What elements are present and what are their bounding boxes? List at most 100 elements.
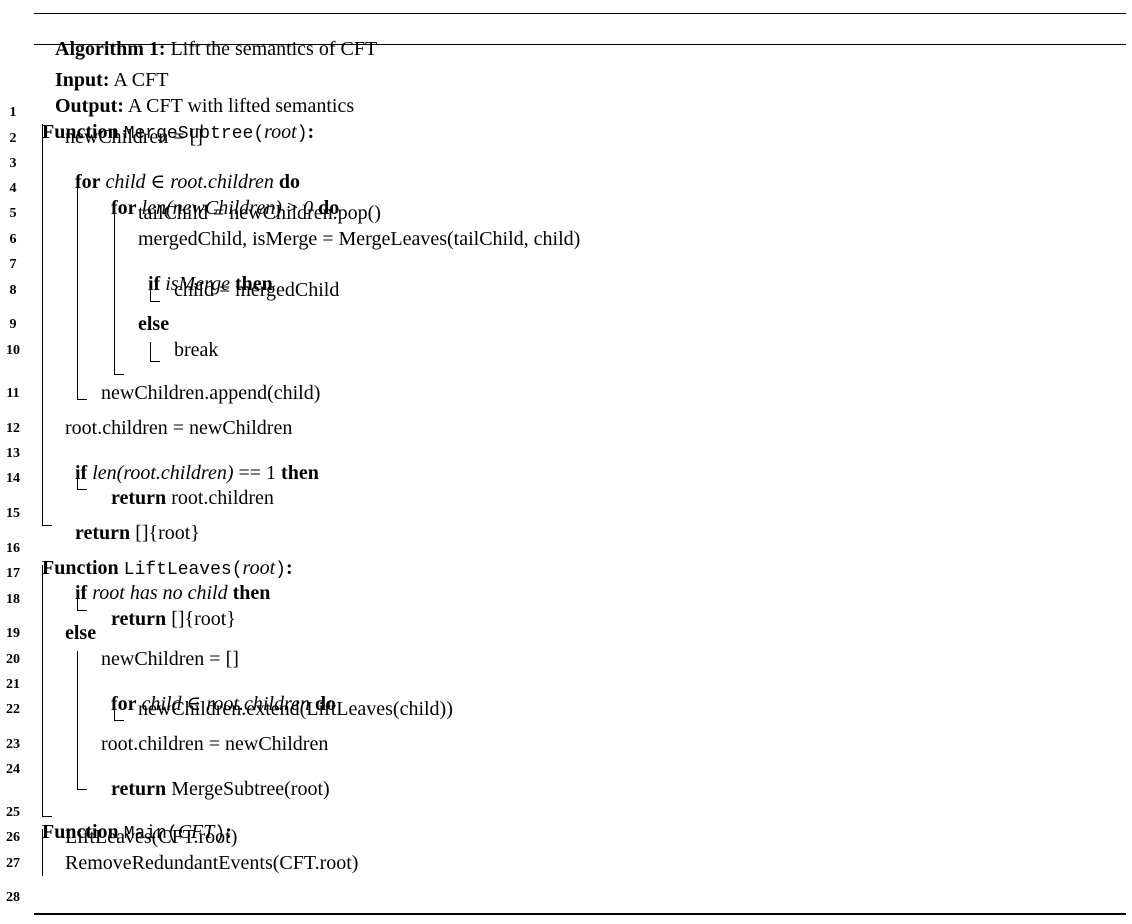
line-number: 16 <box>6 541 20 556</box>
keyword-for: for <box>111 693 137 715</box>
line-number: 20 <box>6 652 20 667</box>
code-line-6: mergedChild, isMerge = MergeLeaves(tailC… <box>138 228 581 250</box>
code-line-26: LiftLeaves(CFT.root) <box>65 826 238 848</box>
function-arg: root <box>264 121 297 143</box>
code-line-23: root.children = newChildren <box>101 733 329 755</box>
if-condition: len(root.children) <box>92 462 234 484</box>
loop-collection: root.children <box>170 171 274 193</box>
code-line-16: Function LiftLeaves(root): <box>42 557 293 580</box>
keyword-function: Function <box>42 121 119 143</box>
indent-guide-foot <box>77 489 87 490</box>
caption-rule <box>34 44 1126 45</box>
loop-var: child <box>141 693 182 715</box>
elem-symbol: ∈ <box>186 693 202 715</box>
elem-symbol: ∈ <box>150 171 166 193</box>
indent-guide <box>42 565 43 816</box>
code-line-18: return []{root} <box>101 589 236 629</box>
loop-collection: root.children <box>206 693 310 715</box>
code-line-11: newChildren.append(child) <box>101 382 321 404</box>
code-line-27: RemoveRedundantEvents(CFT.root) <box>65 852 359 874</box>
code-line-13: if len(root.children) == 1 then <box>65 443 319 483</box>
indent-guide-foot <box>77 399 87 400</box>
indent-guide-foot <box>77 789 87 790</box>
line-number: 3 <box>9 156 17 171</box>
indent-guide-foot <box>77 610 87 611</box>
indent-guide-foot <box>150 301 160 302</box>
keyword-then: then <box>235 273 273 295</box>
line-number: 9 <box>9 317 17 332</box>
line-number: 8 <box>9 283 17 298</box>
keyword-function: Function <box>42 557 119 579</box>
line-number: 21 <box>6 677 20 692</box>
keyword-return: return <box>111 487 167 509</box>
code-line-8: child = mergedChild <box>174 279 340 301</box>
function-name: Main <box>123 824 167 844</box>
indent-guide-foot <box>42 816 52 817</box>
line-number: 17 <box>6 566 20 581</box>
function-name: MergeSubtree <box>123 124 254 144</box>
indent-guide <box>150 282 151 301</box>
input-text: A CFT <box>113 69 169 91</box>
return-value: []{root} <box>171 608 236 630</box>
line-number: 25 <box>6 805 20 820</box>
code-line-4: for len(newChildren) > 0 do <box>101 178 339 218</box>
line-number: 4 <box>9 181 17 196</box>
function-name: LiftLeaves <box>123 560 232 580</box>
input-line: Input: A CFT <box>45 50 168 90</box>
indent-guide <box>77 176 78 399</box>
keyword-then: then <box>281 462 319 484</box>
keyword-do: do <box>318 197 340 219</box>
line-number: 5 <box>9 206 17 221</box>
indent-guide <box>114 201 115 374</box>
code-line-20: newChildren = [] <box>101 648 239 670</box>
code-line-2: newChildren = [] <box>65 126 203 148</box>
line-number: 13 <box>6 446 20 461</box>
code-line-14: return root.children <box>101 468 274 508</box>
keyword-if: if <box>75 582 88 604</box>
keyword-if: if <box>75 462 88 484</box>
indent-guide <box>77 651 78 789</box>
loop-condition: len(newChildren) <box>141 197 282 219</box>
code-line-1: Function MergeSubtree(root): <box>42 121 315 144</box>
keyword-return: return <box>111 608 167 630</box>
line-number: 15 <box>6 506 20 521</box>
indent-guide-foot <box>114 374 124 375</box>
code-line-10: break <box>174 339 219 361</box>
keyword-do: do <box>278 171 300 193</box>
if-condition: isMerge <box>165 273 231 295</box>
code-line-25: Function Main(CFT): <box>42 821 232 844</box>
output-line: Output: A CFT with lifted semantics <box>45 76 354 116</box>
line-number: 2 <box>9 131 17 146</box>
keyword-then: then <box>232 582 271 604</box>
line-number: 14 <box>6 471 20 486</box>
line-number: 22 <box>6 702 20 717</box>
loop-bound: 0 <box>303 197 314 219</box>
code-line-21: for child ∈ root.children do <box>101 674 336 714</box>
code-line-3: for child ∈ root.children do <box>65 152 300 192</box>
line-number: 27 <box>6 856 20 871</box>
code-line-12: root.children = newChildren <box>65 417 293 439</box>
output-label: Output: <box>55 95 124 117</box>
return-value: MergeSubtree(root) <box>171 778 330 800</box>
keyword-for: for <box>111 197 137 219</box>
line-number: 23 <box>6 737 20 752</box>
line-number: 26 <box>6 830 20 845</box>
line-number: 11 <box>6 386 20 401</box>
line-number: 1 <box>9 105 17 120</box>
function-arg: CFT <box>177 821 215 843</box>
code-line-24: return MergeSubtree(root) <box>101 759 330 799</box>
return-value: root.children <box>171 487 274 509</box>
caption-title: Lift the semantics of CFT <box>170 38 378 60</box>
keyword-for: for <box>75 171 101 193</box>
if-condition: root has no child <box>92 582 228 604</box>
indent-guide <box>42 829 43 876</box>
line-number: 19 <box>6 626 20 641</box>
code-line-15: return []{root} <box>65 503 200 543</box>
code-line-22: newChildren.extend(LiftLeaves(child)) <box>138 698 453 720</box>
line-number: 24 <box>6 762 20 777</box>
indent-guide <box>77 591 78 610</box>
indent-guide-foot <box>150 361 160 362</box>
input-label: Input: <box>55 69 110 91</box>
line-number: 10 <box>6 343 20 358</box>
bottom-rule <box>34 913 1126 915</box>
